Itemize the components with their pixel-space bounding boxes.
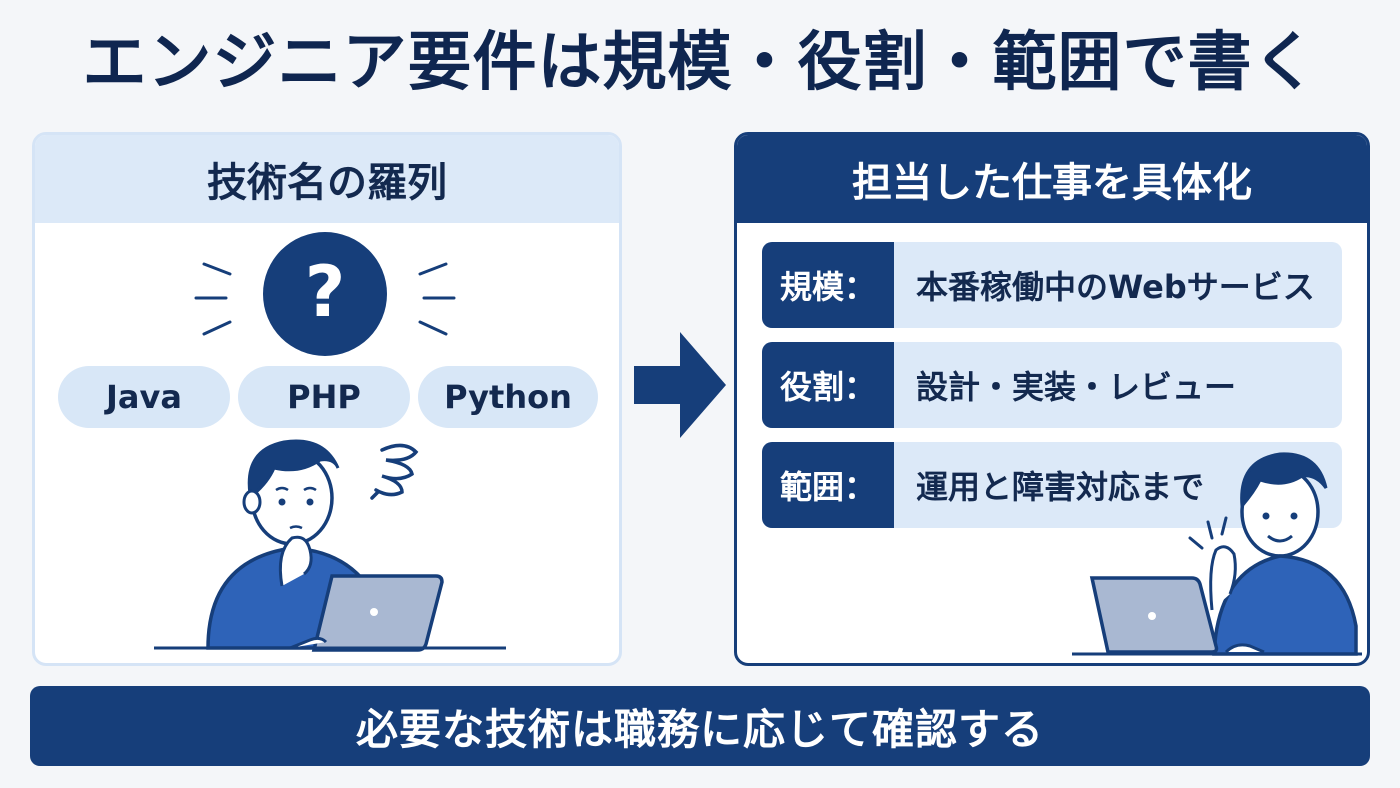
confused-engineer-illustration	[154, 439, 506, 652]
page-title: エンジニア要件は規模・役割・範囲で書く	[82, 26, 1318, 100]
right-panel-heading: 担当した仕事を具体化	[737, 135, 1367, 223]
confident-engineer-illustration	[1072, 452, 1362, 656]
detail-key: 範囲：	[762, 442, 894, 528]
detail-value: 本番稼働中のWebサービス	[916, 268, 1315, 306]
tech-pill-php: PHP	[238, 366, 410, 428]
right-arrow-icon	[634, 332, 726, 438]
detail-row-scale: 規模： 本番稼働中のWebサービス	[762, 242, 1342, 328]
left-panel-heading: 技術名の羅列	[35, 135, 619, 223]
detail-key: 役割：	[762, 342, 894, 428]
tech-pill-python: Python	[418, 366, 598, 428]
question-circle-icon: ?	[194, 232, 456, 356]
detail-value: 運用と障害対応まで	[916, 468, 1205, 506]
detail-value: 設計・実装・レビュー	[916, 368, 1237, 406]
detail-key: 規模：	[762, 242, 894, 328]
question-mark-text: ?	[305, 251, 346, 333]
confused-scribble-icon	[370, 443, 419, 500]
footer-banner: 必要な技術は職務に応じて確認する	[30, 686, 1370, 766]
tech-pill-java: Java	[58, 366, 230, 428]
detail-row-role: 役割： 設計・実装・レビュー	[762, 342, 1342, 428]
